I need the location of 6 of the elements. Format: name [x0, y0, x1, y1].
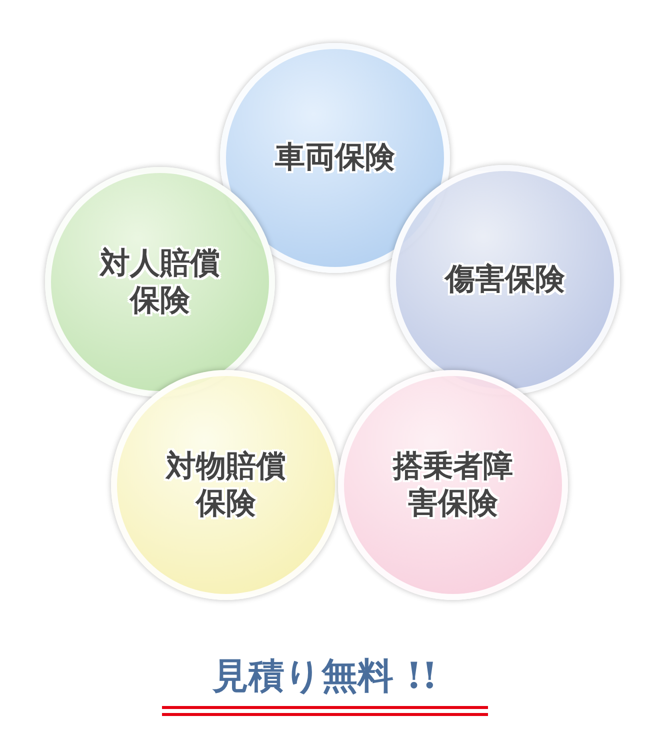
node-label: 傷害保険 [443, 261, 566, 299]
node-label: 車両保険 [274, 139, 396, 177]
node-label: 搭乗者障害保険 [392, 448, 514, 522]
node-label: 対人賠償保険 [98, 244, 221, 320]
node-label: 対物賠償保険 [164, 448, 287, 522]
heading-text: 見積り無料 !! [212, 654, 438, 699]
